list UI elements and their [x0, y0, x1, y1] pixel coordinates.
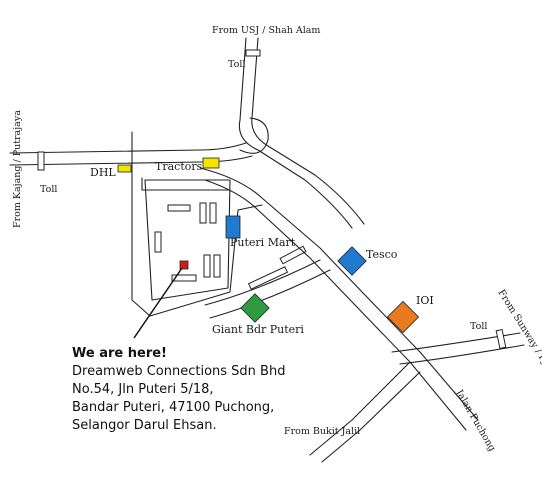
building — [154, 231, 162, 253]
building — [213, 254, 221, 278]
company-name: Dreamweb Connections Sdn Bhd — [72, 364, 286, 379]
road-sunway-edge — [399, 344, 525, 365]
label-tractors: Tractors — [155, 160, 203, 173]
building — [279, 245, 307, 265]
building — [199, 202, 207, 224]
we-are-here-heading: We are here! — [72, 346, 167, 361]
road-bukit-jalil-edge — [321, 371, 421, 463]
address-block: We are here! Dreamweb Connections Sdn Bh… — [72, 345, 285, 435]
residential-block — [131, 131, 263, 317]
road-kajang-edge — [9, 155, 253, 166]
road-puteri — [204, 259, 321, 306]
label-puteri-mart: Puteri Mart — [230, 236, 296, 249]
tractors-marker — [202, 157, 220, 169]
giant-marker — [240, 293, 270, 323]
label-kajang: From Kajang / Putrajaya — [12, 110, 23, 228]
toll-usj-icon — [245, 49, 261, 57]
building — [209, 202, 217, 224]
road-main-southeast — [199, 167, 479, 421]
address-line-3: Selangor Darul Ehsan. — [72, 418, 217, 433]
label-toll-usj: Toll — [228, 59, 245, 70]
address-line-2: Bandar Puteri, 47100 Puchong, — [72, 400, 275, 415]
building — [247, 266, 289, 290]
office-marker — [179, 260, 189, 270]
road-usj-edge — [251, 37, 365, 225]
building — [203, 254, 211, 278]
road-bukit-jalil — [309, 361, 411, 456]
residential-top — [141, 177, 231, 191]
road-kajang — [9, 142, 247, 154]
interchange-loop — [239, 117, 269, 154]
puteri-mart-marker — [225, 215, 241, 239]
label-dhl: DHL — [90, 166, 116, 179]
label-ioi: IOI — [416, 294, 434, 307]
toll-kajang-icon — [37, 151, 45, 171]
label-tesco: Tesco — [366, 248, 398, 261]
address-line-1: No.54, Jln Puteri 5/18, — [72, 382, 214, 397]
ioi-marker — [386, 300, 420, 334]
building — [167, 204, 191, 212]
tesco-marker — [337, 246, 367, 276]
label-giant: Giant Bdr Puteri — [212, 323, 304, 336]
label-jalan-puchong: Jalan Puchong — [453, 387, 498, 453]
label-sunway: From Sunway / PJ — [495, 288, 542, 367]
residential-inner — [144, 179, 231, 301]
pointer-line — [133, 267, 183, 339]
label-toll-sunway: Toll — [470, 321, 487, 332]
toll-sunway-icon — [495, 328, 507, 350]
building — [171, 274, 197, 282]
road-puteri-edge — [209, 269, 331, 319]
dhl-marker — [117, 164, 132, 173]
label-bukit-jalil: From Bukit Jalil — [284, 426, 360, 437]
label-toll-kajang: Toll — [40, 184, 57, 195]
road-usj — [238, 37, 353, 229]
road-main-southeast-edge — [204, 179, 467, 431]
label-usj: From USJ / Shah Alam — [212, 25, 320, 36]
